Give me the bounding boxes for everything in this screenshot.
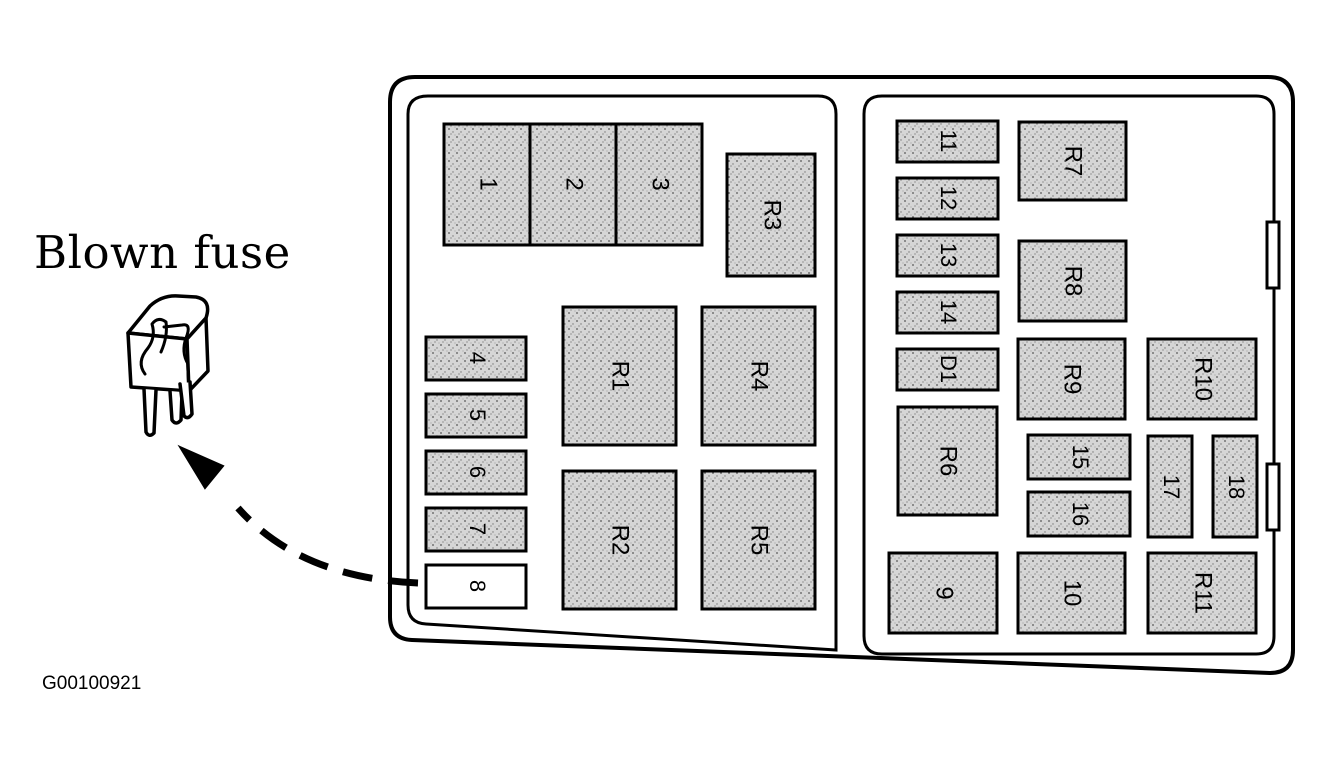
fuse-15: 15 [1026, 433, 1132, 481]
fuse-1: 1 [442, 122, 532, 247]
fuse-16: 16 [1026, 490, 1132, 538]
relay-r2: R2 [561, 469, 678, 611]
diode-d1: D1 [895, 347, 1000, 392]
relay-r3: R3 [725, 152, 817, 278]
relay-r9: R9 [1016, 337, 1127, 421]
svg-text:R11: R11 [1190, 572, 1217, 614]
svg-text:1: 1 [475, 177, 502, 190]
fuse-10: 10 [1016, 551, 1127, 635]
svg-text:8: 8 [465, 580, 490, 592]
fuse-14: 14 [895, 290, 1000, 335]
fuse-3: 3 [614, 122, 704, 247]
fuse-7: 7 [424, 506, 528, 553]
svg-text:13: 13 [936, 243, 961, 267]
svg-text:5: 5 [465, 409, 490, 421]
svg-text:R5: R5 [746, 525, 773, 556]
svg-text:6: 6 [465, 466, 490, 478]
relay-r4: R4 [700, 305, 817, 447]
svg-text:15: 15 [1068, 445, 1093, 469]
svg-text:R10: R10 [1190, 357, 1217, 401]
figure-id: G00100921 [42, 673, 142, 694]
svg-text:18: 18 [1224, 475, 1249, 499]
svg-text:R2: R2 [607, 525, 634, 556]
svg-text:10: 10 [1059, 580, 1086, 607]
svg-text:R7: R7 [1060, 146, 1087, 177]
svg-text:R9: R9 [1059, 364, 1086, 395]
svg-text:R8: R8 [1060, 266, 1087, 297]
relay-r10: R10 [1146, 337, 1258, 421]
svg-text:9: 9 [931, 586, 958, 599]
svg-text:R4: R4 [746, 361, 773, 392]
housing-tab-upper [1265, 220, 1281, 290]
svg-text:R1: R1 [607, 361, 634, 392]
svg-text:D1: D1 [936, 355, 961, 383]
fuse-11: 11 [895, 119, 1000, 164]
svg-text:17: 17 [1159, 475, 1184, 499]
fuse-13: 13 [895, 233, 1000, 278]
relay-r6: R6 [896, 405, 999, 517]
dashed-arrow-line [235, 505, 419, 587]
housing-tab-lower [1265, 462, 1281, 532]
fuse-4: 4 [424, 335, 528, 382]
svg-text:7: 7 [465, 523, 490, 535]
relay-r11: R11 [1146, 551, 1258, 635]
fuse-2: 2 [528, 122, 618, 247]
fuse-9: 9 [887, 551, 999, 635]
svg-text:12: 12 [936, 186, 961, 210]
relay-r7: R7 [1017, 120, 1128, 202]
arrow-head [177, 444, 225, 490]
fuse-12: 12 [895, 176, 1000, 221]
svg-text:16: 16 [1068, 502, 1093, 526]
relay-r1: R1 [561, 305, 678, 447]
fuse-8: 8 [424, 563, 528, 610]
fuse-6: 6 [424, 449, 528, 496]
diagram-title: Blown fuse [34, 226, 291, 279]
fuse-18: 18 [1211, 434, 1259, 539]
svg-text:R6: R6 [935, 446, 962, 477]
fuse-17: 17 [1146, 434, 1194, 539]
relay-r8: R8 [1017, 239, 1128, 323]
svg-text:11: 11 [936, 130, 961, 153]
fuse-5: 5 [424, 392, 528, 439]
svg-text:R3: R3 [759, 200, 786, 231]
svg-text:2: 2 [561, 177, 588, 190]
svg-text:3: 3 [647, 177, 674, 190]
svg-text:4: 4 [465, 352, 490, 364]
blown-fuse-icon [126, 294, 210, 437]
relay-r5: R5 [700, 469, 817, 611]
svg-text:14: 14 [936, 300, 961, 324]
